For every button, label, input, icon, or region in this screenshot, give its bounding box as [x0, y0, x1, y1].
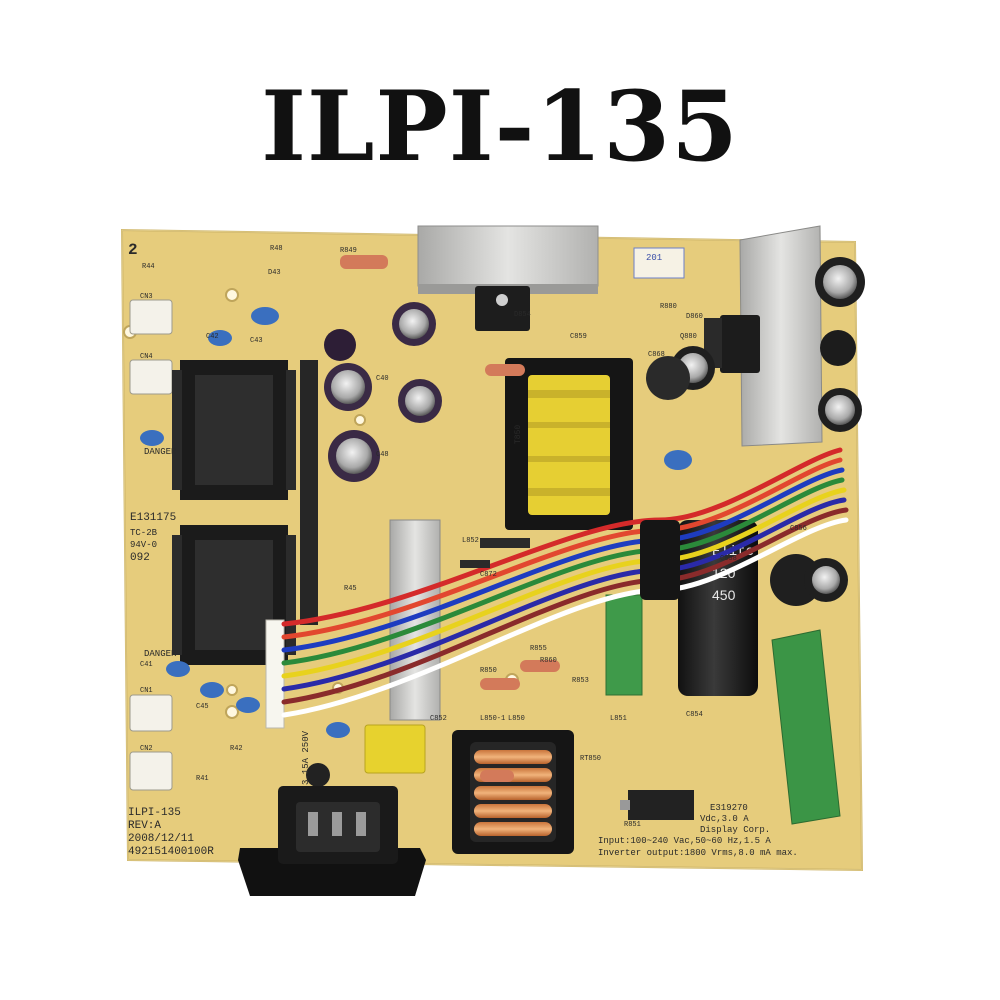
cert-code: E131175 [130, 512, 176, 524]
part-number-text: 492151400100R [128, 846, 214, 858]
silk-label: R851 [624, 821, 641, 829]
silk-label: C40 [376, 375, 389, 383]
inverter-rating: Inverter output:1800 Vrms,8.0 mA max. [598, 848, 798, 858]
danger-label-bottom: DANGER [144, 649, 177, 659]
main-transformer [505, 358, 633, 530]
power-board-photo: Elite 120 450 [120, 225, 865, 896]
rating-code: TC-2B [130, 528, 158, 538]
transformer-code: T850 [514, 425, 523, 444]
wire-connector [265, 619, 285, 729]
silk-label: D43 [268, 269, 281, 277]
silk-label: R850 [480, 667, 497, 675]
bridge-rectifier [620, 790, 694, 820]
x-capacitor [306, 724, 426, 787]
silk-label: C868 [648, 351, 665, 359]
flammability: 94V-0 [130, 540, 157, 550]
silk-label: C854 [686, 711, 703, 719]
mounting-holes [123, 288, 807, 719]
silk-label: C859 [570, 333, 587, 341]
danger-label-top: DANGER [144, 447, 177, 457]
silk-label: CN3 [140, 293, 153, 301]
revision-text: REV:A [128, 820, 161, 832]
board-corner-number: 2 [128, 241, 138, 259]
heatsink-right [704, 225, 823, 447]
silk-label: C45 [196, 703, 209, 711]
silk-label: C48 [376, 451, 389, 459]
silk-label: CN4 [140, 353, 153, 361]
silk-label: L851 [610, 715, 627, 723]
misc-components [140, 255, 692, 782]
input-rating: Input:100~240 Vac,50~60 Hz,1.5 A [598, 836, 771, 846]
silk-label: R860 [540, 657, 557, 665]
silk-label: C42 [206, 333, 219, 341]
maker-code: E319270 [710, 803, 748, 813]
silk-label: CN1 [140, 687, 153, 695]
silk-label: C856 [790, 525, 807, 533]
product-title: ILPI-135 [261, 70, 739, 183]
fuse-rating-text: 3.15A 250V [301, 730, 311, 785]
date-text: 2008/12/11 [128, 833, 194, 845]
maker-name: Display Corp. [700, 825, 770, 835]
silk-label: R42 [230, 745, 243, 753]
ac-power-inlet [238, 786, 426, 896]
batch-code: 092 [130, 552, 150, 564]
silk-label: R44 [142, 263, 155, 271]
silkscreen: 2 DANGER DANGER E131175 TC-2B 94V-0 092 … [128, 241, 807, 858]
silk-label: C858 [720, 555, 737, 563]
silk-label: D860 [686, 313, 703, 321]
silk-label: L850-1 [480, 715, 505, 723]
cap-voltage-text: 450 [712, 587, 736, 603]
line-choke [452, 730, 574, 854]
daughter-boards [605, 594, 841, 825]
silk-label: C43 [250, 337, 263, 345]
silk-label: R855 [530, 645, 547, 653]
silk-label: C41 [140, 661, 153, 669]
silk-label: L852 [462, 537, 479, 545]
silk-label: R880 [660, 303, 677, 311]
silk-label: CN2 [140, 745, 153, 753]
cn-connectors [129, 299, 173, 791]
wire-harness [281, 447, 849, 718]
silk-label: D854 [514, 311, 531, 319]
model-text: ILPI-135 [128, 807, 181, 819]
silk-label: R853 [572, 677, 589, 685]
inverter-transformers [172, 360, 318, 665]
silk-label: C872 [480, 571, 497, 579]
heatsink-top [417, 225, 599, 331]
silk-label: R45 [344, 585, 357, 593]
silk-label: RT850 [580, 755, 601, 763]
silk-label: R41 [196, 775, 209, 783]
silk-label: L850 [508, 715, 525, 723]
silk-label: C852 [430, 715, 447, 723]
label-year: 201 [646, 253, 662, 263]
small-capacitors [324, 257, 865, 606]
silk-label: Q880 [680, 333, 697, 341]
silk-label: R48 [270, 245, 283, 253]
silk-label: R849 [340, 247, 357, 255]
output-rating: Vdc,3.0 A [700, 814, 749, 824]
